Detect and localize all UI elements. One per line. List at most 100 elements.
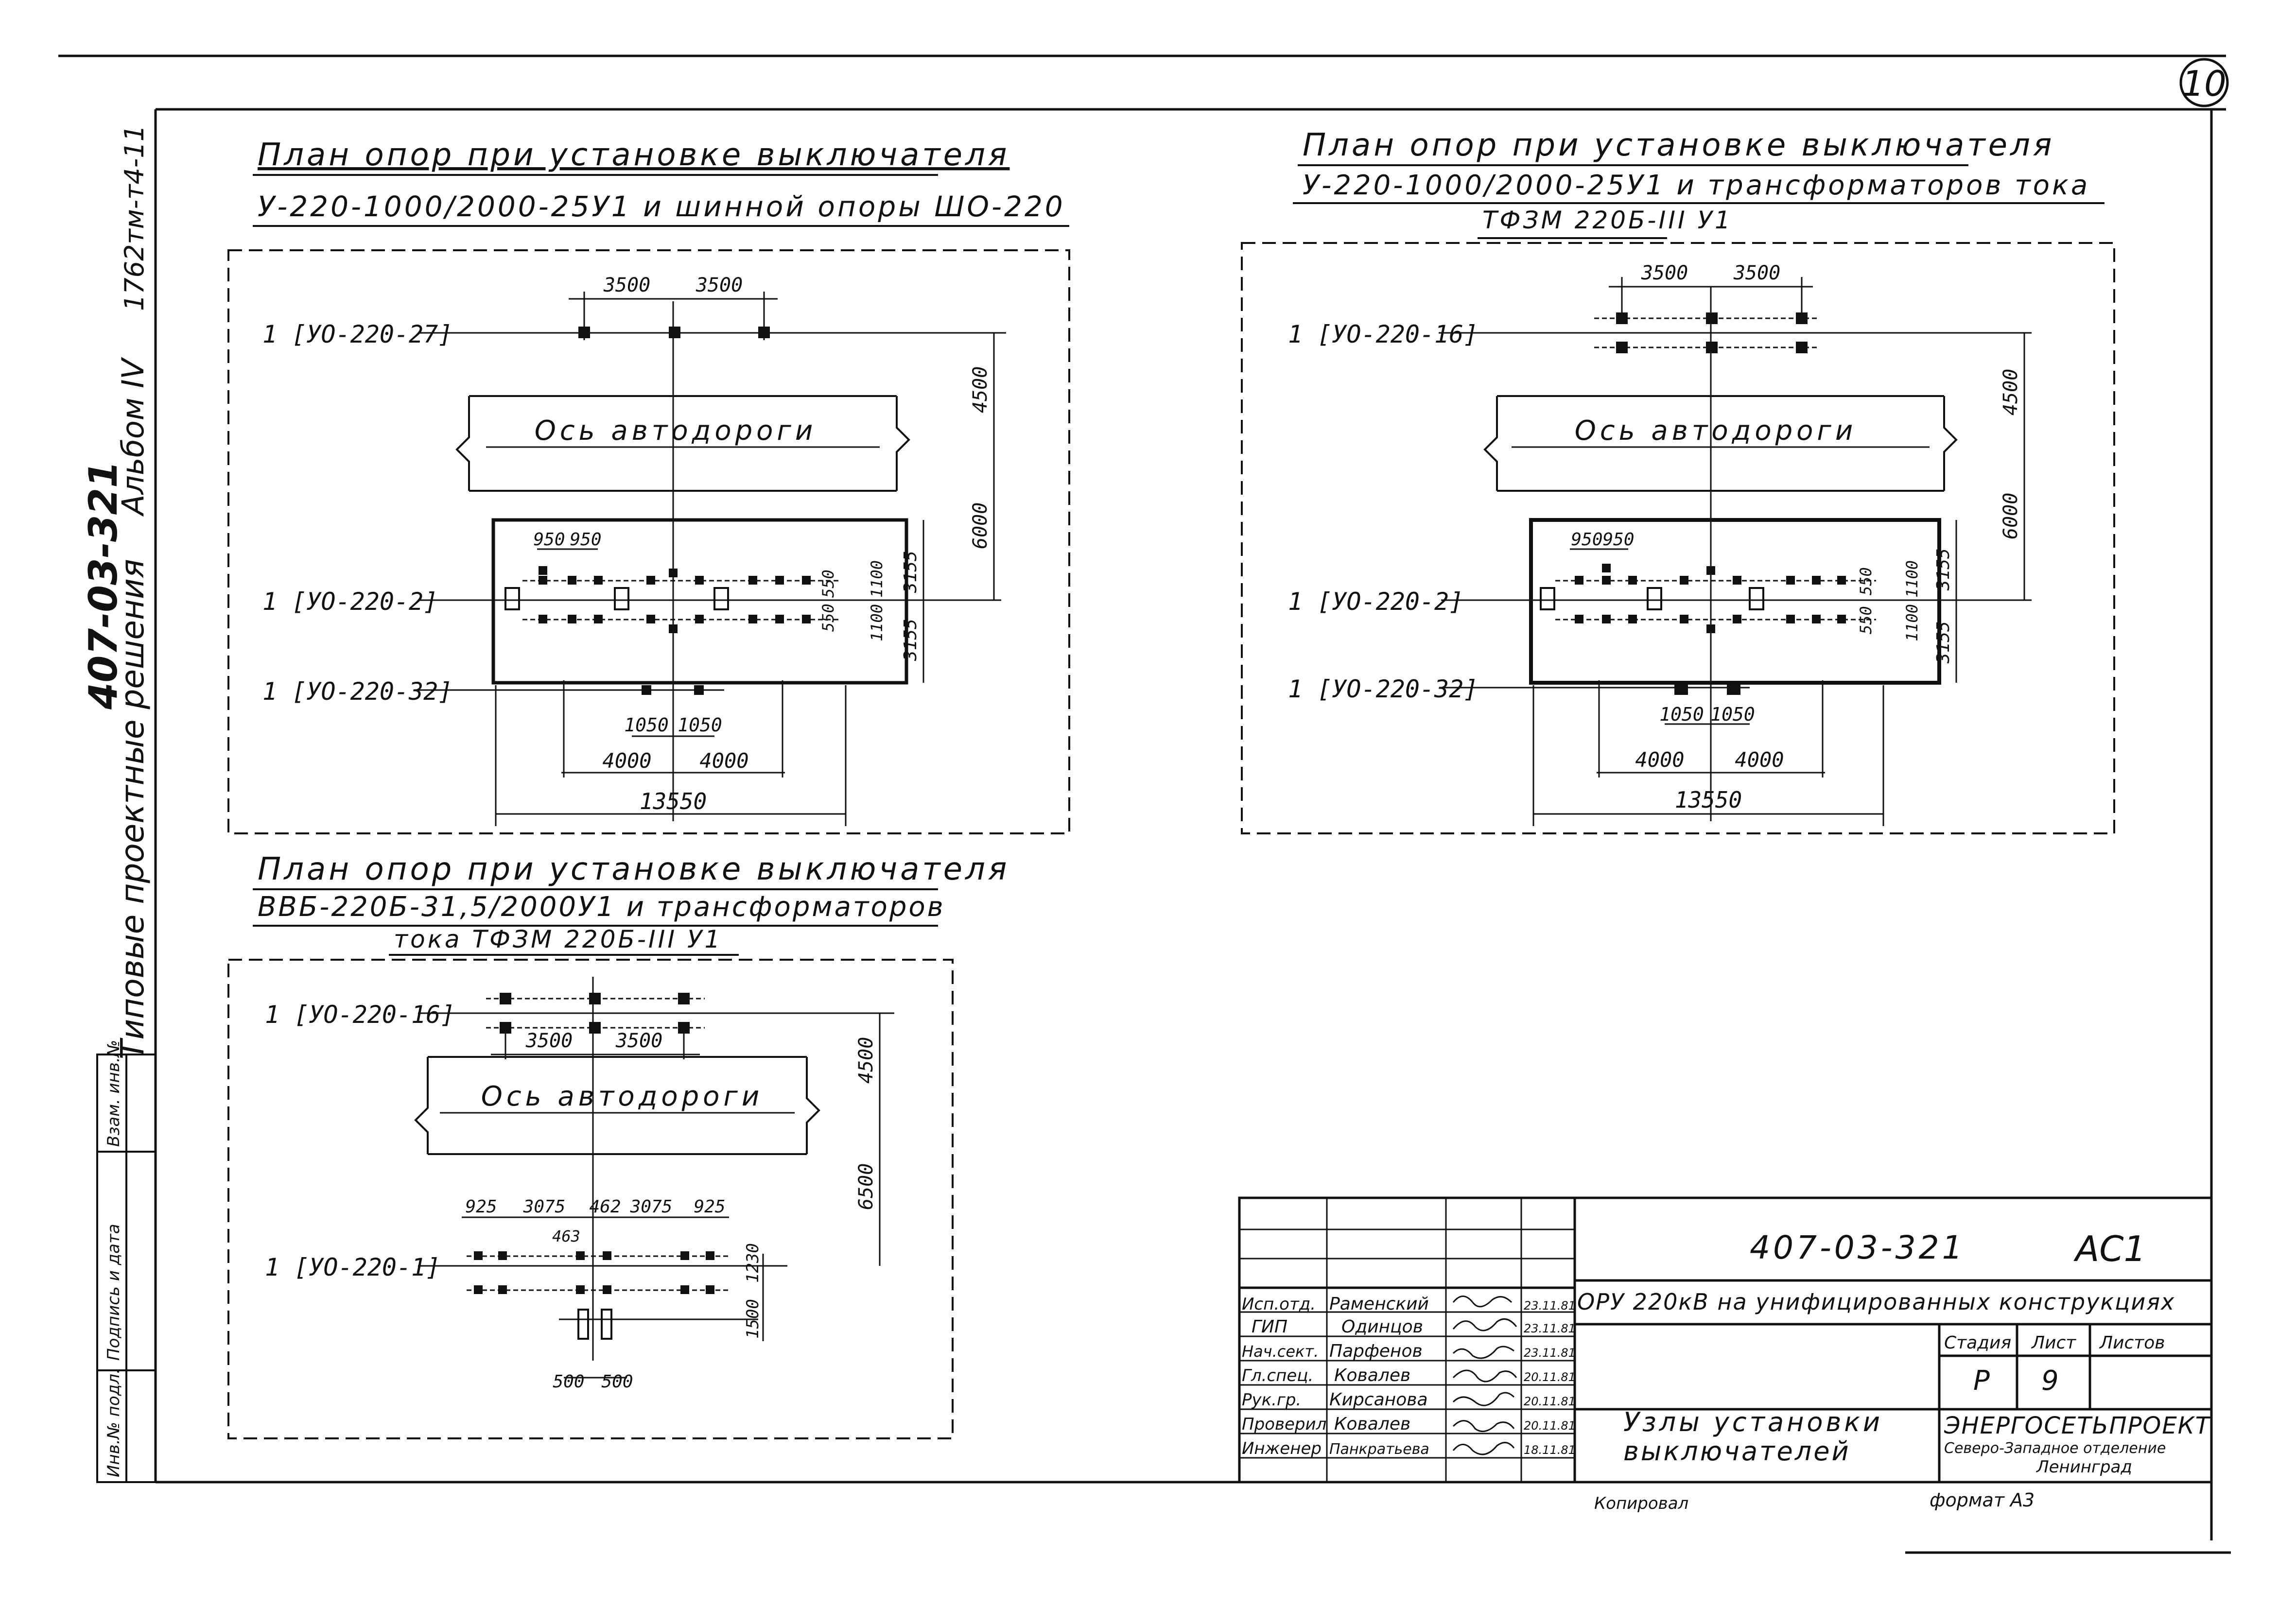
plan1-dim-1100b: 1100 <box>868 604 886 641</box>
plan2-title-line1: План опор при установке выключателя <box>1303 127 2054 163</box>
plan1-dim-1050b: 1050 <box>678 714 722 736</box>
sig-name: Одинцов <box>1341 1317 1423 1337</box>
signature-row-4: Рук.гр. Кирсанова 20.11.81 <box>1242 1390 1576 1410</box>
signature-row-0: Исп.отд. Раменский 23.11.81 <box>1242 1294 1576 1314</box>
plan2-dim-13550: 13550 <box>1675 787 1742 813</box>
sheet-frame <box>58 54 2231 1554</box>
sig-name: Ковалев <box>1334 1365 1410 1385</box>
plan1-slab <box>491 518 908 685</box>
plan1-dim-13550: 13550 <box>640 788 707 814</box>
org-name: ЭНЕРГОСЕТЬПРОЕКТ <box>1944 1412 2211 1439</box>
plan1-dim-950a: 950 <box>533 530 565 550</box>
sig-name: Парфенов <box>1329 1341 1423 1361</box>
plan3-dim-500a: 500 <box>553 1372 584 1392</box>
plan3-title-line3: тока ТФЗМ 220Б-III У1 <box>394 925 722 953</box>
drawing-name-1: Узлы установки <box>1623 1407 1883 1437</box>
page-number: 10 <box>2182 63 2226 104</box>
plan2-dim-550a: 550 <box>1857 567 1875 595</box>
plan2-dim-4000b: 4000 <box>1735 748 1784 772</box>
sig-name: Панкратьева <box>1329 1441 1429 1458</box>
stamp-label-repl: Взам. инв.№ <box>104 1040 123 1147</box>
page-number-badge: 10 <box>2179 58 2229 107</box>
signature-row-2: Нач.сект. Парфенов 23.11.81 <box>1242 1341 1576 1361</box>
plan3-dim-3500b: 3500 <box>615 1030 662 1052</box>
handwritten-signatures <box>1452 1296 1517 1455</box>
plan-2: План опор при установке выключателя У-22… <box>1241 127 2115 834</box>
left-margin: Типовые проектные решения 407-03-321 Аль… <box>81 125 157 1483</box>
plan3-frame <box>227 959 954 1439</box>
plan1-dim-6000: 6000 <box>969 502 991 549</box>
plan3-dim-463: 463 <box>552 1227 580 1245</box>
plan2-frame <box>1241 242 2115 834</box>
series-name: Типовые проектные решения <box>114 559 151 1059</box>
plan1-dim-4000b: 4000 <box>699 749 748 773</box>
plan2-road-label: Ось автодороги <box>1575 415 1857 447</box>
plan3-dim-925b: 925 <box>694 1197 725 1217</box>
plan3-dim-925a: 925 <box>465 1197 497 1217</box>
signature-row-5: Проверил Ковалев 20.11.81 <box>1242 1414 1576 1434</box>
org-branch: Северо-Западное отделение <box>1944 1440 2166 1457</box>
plan2-title-line2: У-220-1000/2000-25У1 и трансформаторов т… <box>1303 170 2090 201</box>
plan2-dim-3500b: 3500 <box>1733 262 1780 284</box>
plan2-dim-550b: 550 <box>1857 606 1875 634</box>
copied-by: Копировал <box>1594 1494 1688 1513</box>
plan3-road <box>414 1056 820 1155</box>
plan3-dim-4500: 4500 <box>855 1037 877 1084</box>
org-city: Ленинград <box>2035 1457 2132 1477</box>
signature-row-3: Гл.спец. Ковалев 20.11.81 <box>1242 1365 1576 1385</box>
plan1-dim-4500: 4500 <box>969 366 991 413</box>
plan1-road <box>455 395 910 492</box>
plan1-dim-3500b: 3500 <box>696 274 743 296</box>
plan3-dim-3075b: 3075 <box>630 1197 673 1217</box>
plan-1: План опор при установке выключателя У-22… <box>227 137 1070 834</box>
sig-date: 20.11.81 <box>1524 1419 1576 1433</box>
plan1-tag-mid: 1 [УО-220-2] <box>262 588 438 616</box>
signature-row-6: Инженер Панкратьева 18.11.81 <box>1242 1439 1576 1458</box>
sig-name: Кирсанова <box>1329 1390 1428 1410</box>
plan2-dim-950a: 950 <box>1571 530 1602 550</box>
plan1-tag-top: 1 [УО-220-27] <box>262 320 452 348</box>
plan1-title-line2: У-220-1000/2000-25У1 и шинной опоры ШО-2… <box>258 190 1065 223</box>
sheet-mark: АС1 <box>2073 1228 2146 1269</box>
plan1-dim-1100a: 1100 <box>868 560 886 598</box>
stamp-label-inv: Инв.№ подл. <box>104 1368 123 1477</box>
sig-role: Гл.спец. <box>1242 1366 1313 1385</box>
plan2-dim-1100b: 1100 <box>1903 604 1921 641</box>
col-stage: Стадия <box>1944 1333 2011 1353</box>
plan3-title-line2: ВВБ-220Б-31,5/2000У1 и трансформаторов <box>258 891 945 923</box>
plan3-dim-3500a: 3500 <box>525 1030 573 1052</box>
plan2-dim-3155a: 3155 <box>1933 548 1953 591</box>
plan1-dim-4000a: 4000 <box>602 749 651 773</box>
plan2-title-line3: ТФЗМ 220Б-III У1 <box>1482 206 1733 234</box>
sig-role: Проверил <box>1242 1415 1326 1434</box>
plan3-title-line1: План опор при установке выключателя <box>258 851 1009 887</box>
sig-date: 23.11.81 <box>1524 1346 1576 1360</box>
plan2-dim-3155b: 3155 <box>1933 621 1953 664</box>
side-ref: 1762тм-т4-11 <box>119 125 150 311</box>
plan2-dim-950b: 950 <box>1602 530 1634 550</box>
plan2-dim-1100a: 1100 <box>1903 560 1921 598</box>
side-code: 407-03-321 <box>81 461 126 710</box>
signature-row-1: ГИП Одинцов 23.11.81 <box>1252 1317 1576 1337</box>
drawing-name-2: выключателей <box>1623 1436 1851 1467</box>
sig-role: Исп.отд. <box>1242 1295 1316 1314</box>
plan1-dim-3155b: 3155 <box>901 619 921 661</box>
sheet-number: 9 <box>2041 1365 2059 1397</box>
project-name: ОРУ 220кВ на унифицированных конструкция… <box>1577 1289 2175 1315</box>
title-block: 407-03-321 АС1 ОРУ 220кВ на унифицирован… <box>1238 1196 2213 1513</box>
plan1-dim-1050a: 1050 <box>624 714 669 736</box>
plan2-tag-bot: 1 [УО-220-32] <box>1288 675 1478 703</box>
plan2-dim-1050a: 1050 <box>1659 704 1704 725</box>
plan3-tag-top: 1 [УО-220-16] <box>265 1001 455 1029</box>
plan1-dim-3155a: 3155 <box>901 551 921 593</box>
stamp-label-sign: Подпись и дата <box>104 1224 123 1361</box>
plan2-dim-6000: 6000 <box>2000 493 2022 539</box>
plan2-dim-4500: 4500 <box>2000 369 2022 415</box>
doc-code: 407-03-321 <box>1750 1229 1966 1266</box>
plan3-dim-3075a: 3075 <box>523 1197 566 1217</box>
plan3-dim-6500: 6500 <box>855 1163 877 1210</box>
plan1-dim-550a: 550 <box>819 570 837 598</box>
plan3-dim-1230: 1230 <box>743 1243 763 1283</box>
sig-date: 20.11.81 <box>1524 1395 1576 1408</box>
plan2-tag-mid: 1 [УО-220-2] <box>1288 588 1463 616</box>
